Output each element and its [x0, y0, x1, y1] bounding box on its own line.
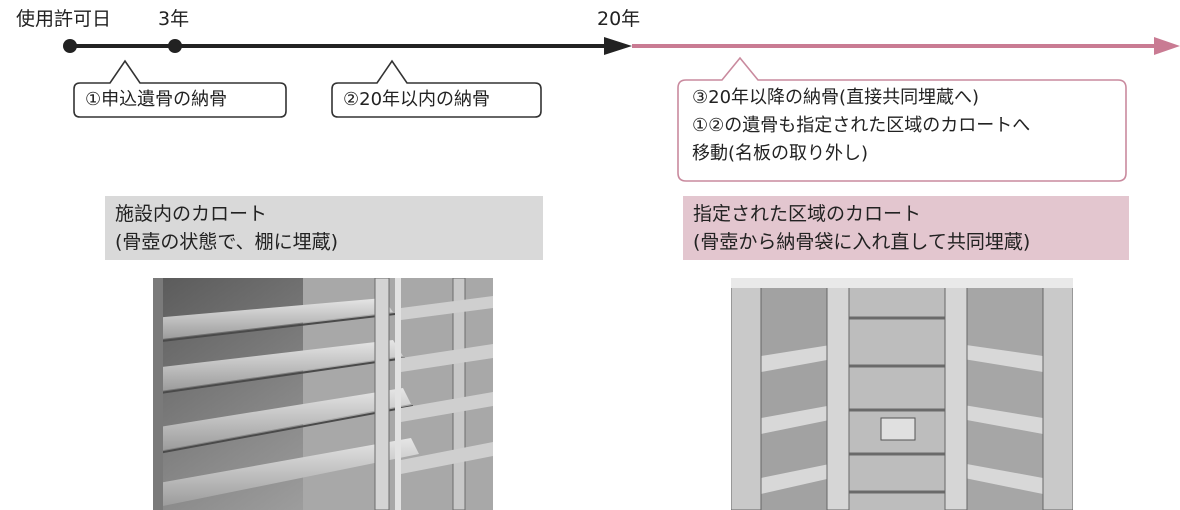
label-year-20: 20年 — [597, 8, 641, 30]
left-panel-caption: 施設内のカロート (骨壺の状態で、棚に埋蔵) — [105, 196, 543, 260]
timeline-phase1-arrowhead — [604, 37, 632, 55]
left-caption-title: 施設内のカロート — [115, 203, 268, 225]
left-caption-subtitle: (骨壺の状態で、棚に埋蔵) — [115, 231, 339, 253]
callout-2-box — [331, 59, 542, 118]
timeline-graphic — [63, 37, 1180, 182]
callout-1-box — [73, 59, 287, 118]
timeline-start-dot — [63, 39, 77, 53]
common-burial-vault-photo — [731, 278, 1073, 510]
ossuary-shelves-photo — [153, 278, 493, 510]
callout-2-text: ②20年以内の納骨 — [343, 89, 491, 110]
right-panel-caption: 指定された区域のカロート (骨壺から納骨袋に入れ直して共同埋蔵) — [683, 196, 1129, 260]
label-permit-date: 使用許可日 — [16, 8, 112, 30]
callout-3-line-1: ③20年以降の納骨(直接共同埋蔵へ) — [692, 87, 980, 108]
callout-1-text: ①申込遺骨の納骨 — [85, 89, 228, 110]
callout-3-text: ③20年以降の納骨(直接共同埋蔵へ) ①②の遺骨も指定された区域のカロートへ 移… — [692, 84, 1030, 168]
right-caption-title: 指定された区域のカロート — [693, 203, 922, 225]
callout-3-box — [677, 56, 1127, 182]
timeline-phase2-arrowhead — [1154, 37, 1180, 55]
timeline-year3-dot — [168, 39, 182, 53]
label-year-3: 3年 — [158, 8, 190, 30]
right-caption-subtitle: (骨壺から納骨袋に入れ直して共同埋蔵) — [693, 231, 1031, 253]
callout-3-line-2: ①②の遺骨も指定された区域のカロートへ — [692, 115, 1031, 136]
callout-3-line-3: 移動(名板の取り外し) — [692, 143, 869, 164]
